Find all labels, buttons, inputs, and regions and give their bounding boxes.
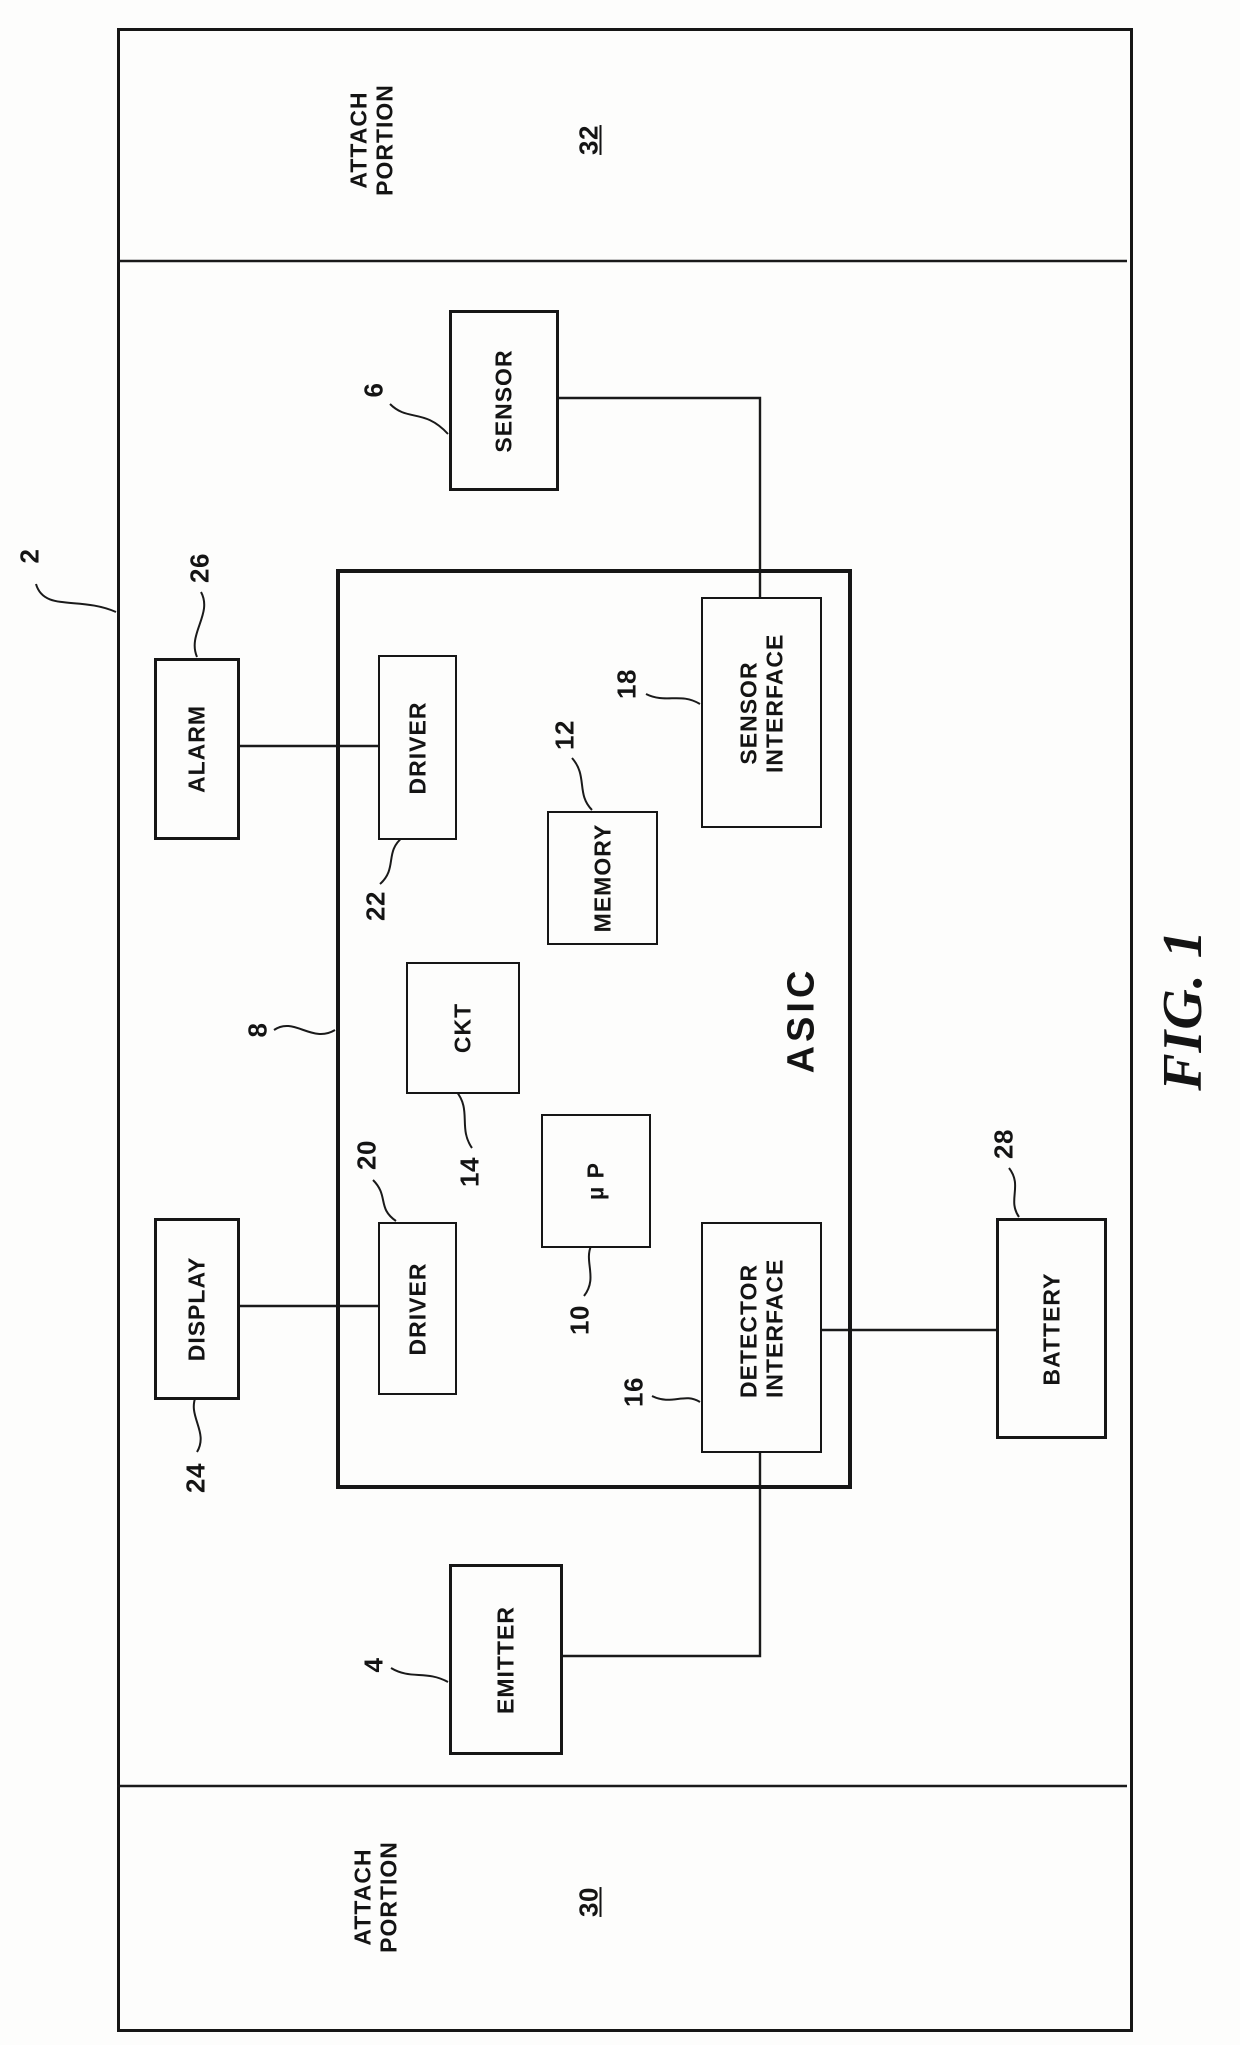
ref-6: 6: [358, 382, 389, 398]
ref-4: 4: [358, 1657, 389, 1673]
emitter-box: EMITTER: [449, 1564, 563, 1755]
asic-label: ASIC: [780, 966, 823, 1074]
display-label: DISPLAY: [183, 1256, 210, 1362]
battery-label: BATTERY: [1038, 1271, 1064, 1386]
driver-display-box: DRIVER: [378, 1222, 457, 1395]
ref-22: 22: [360, 891, 391, 921]
emitter-label: EMITTER: [492, 1605, 519, 1714]
ref-12: 12: [549, 720, 580, 750]
ref-14: 14: [454, 1157, 485, 1187]
ref-32: 32: [573, 125, 604, 155]
sensor-box: SENSOR: [449, 310, 559, 491]
battery-box: BATTERY: [996, 1218, 1107, 1439]
driver-alarm-box: DRIVER: [378, 655, 457, 840]
driver-alarm-label: DRIVER: [404, 701, 430, 794]
ckt-box: CKT: [406, 962, 520, 1094]
ref-26: 26: [184, 553, 215, 583]
attach-portion-bottom-label: ATTACH PORTION: [349, 1841, 401, 1953]
ref-2: 2: [14, 548, 45, 564]
alarm-label: ALARM: [183, 704, 210, 794]
sensor-label: SENSOR: [490, 348, 517, 453]
microprocessor-label: µ P: [582, 1162, 609, 1200]
ref-30: 30: [573, 1887, 604, 1917]
ckt-label: CKT: [449, 1002, 476, 1054]
figure-caption: FIG. 1: [1152, 929, 1214, 1091]
ref-20: 20: [351, 1140, 382, 1170]
driver-display-label: DRIVER: [404, 1262, 430, 1355]
ref-16: 16: [618, 1377, 649, 1407]
ref-8: 8: [242, 1022, 273, 1038]
detector-interface-label: DETECTOR INTERFACE: [734, 1258, 787, 1398]
leader-ref-2: [35, 583, 117, 613]
device-outline-box: [117, 28, 1133, 2032]
memory-box: MEMORY: [547, 811, 658, 945]
ref-10: 10: [564, 1305, 595, 1335]
ref-24: 24: [180, 1463, 211, 1493]
display-box: DISPLAY: [154, 1218, 240, 1400]
ref-18: 18: [611, 669, 642, 699]
asic-box: [336, 569, 852, 1489]
alarm-box: ALARM: [154, 658, 240, 840]
attach-portion-top-label: ATTACH PORTION: [345, 84, 397, 196]
ref-28: 28: [988, 1129, 1019, 1159]
detector-interface-box: DETECTOR INTERFACE: [701, 1222, 822, 1453]
microprocessor-box: µ P: [541, 1114, 651, 1248]
sensor-interface-box: SENSOR INTERFACE: [701, 597, 822, 828]
memory-label: MEMORY: [589, 823, 615, 933]
sensor-interface-label: SENSOR INTERFACE: [734, 633, 787, 773]
